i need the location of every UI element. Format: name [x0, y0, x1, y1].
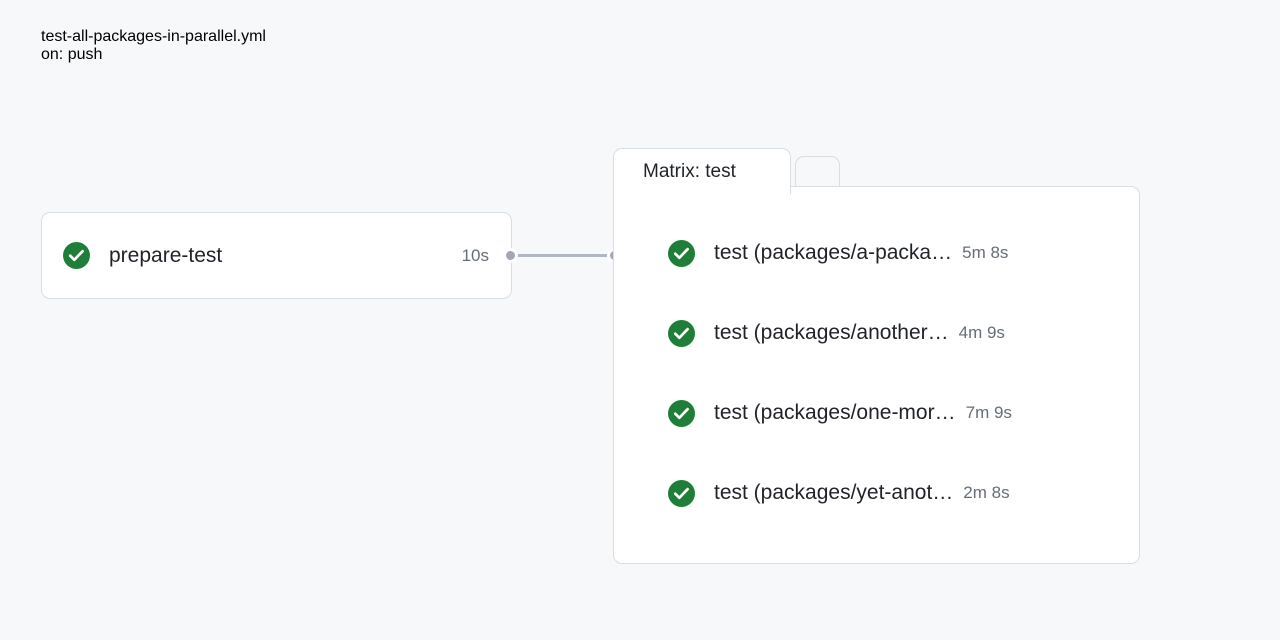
matrix-rows-list: test (packages/a-packa… 5m 8s test (pack…: [614, 213, 1139, 533]
job-node-prepare-test[interactable]: prepare-test 10s: [41, 212, 512, 299]
matrix-row[interactable]: test (packages/a-packa… 5m 8s: [614, 213, 1139, 293]
matrix-row-label: test (packages/one-mor…: [714, 401, 956, 424]
matrix-row-label: test (packages/another…: [714, 321, 949, 344]
matrix-tab[interactable]: Matrix: test: [613, 148, 791, 194]
matrix-row-label: test (packages/yet-anot…: [714, 481, 954, 504]
edge-source-dot: [503, 248, 518, 263]
check-circle-success-icon: [668, 399, 695, 427]
matrix-row-duration: 4m 9s: [958, 323, 1005, 342]
matrix-row-duration: 7m 9s: [965, 403, 1012, 422]
matrix-row-label: test (packages/a-packa…: [714, 241, 953, 264]
matrix-row-duration: 2m 8s: [963, 483, 1010, 502]
matrix-row[interactable]: test (packages/another… 4m 9s: [614, 293, 1139, 373]
check-circle-success-icon: [668, 319, 695, 347]
job-node-duration: 10s: [461, 245, 489, 265]
workflow-header: test-all-packages-in-parallel.yml on: pu…: [41, 28, 266, 64]
matrix-row[interactable]: test (packages/one-mor… 7m 9s: [614, 373, 1139, 453]
job-node-label: prepare-test: [109, 243, 223, 267]
matrix-row-duration: 5m 8s: [962, 243, 1009, 262]
page-title: test-all-packages-in-parallel.yml: [41, 28, 266, 45]
matrix-card: test (packages/a-packa… 5m 8s test (pack…: [613, 186, 1140, 564]
edge-prepare-test-to-matrix: [516, 254, 612, 257]
check-circle-success-icon: [668, 479, 695, 507]
workflow-trigger-text: on: push: [41, 46, 103, 63]
matrix-tab-seam: [614, 192, 790, 196]
check-circle-success-icon: [63, 242, 90, 269]
matrix-row[interactable]: test (packages/yet-anot… 2m 8s: [614, 453, 1139, 533]
check-circle-success-icon: [668, 239, 695, 267]
matrix-tab-label: Matrix: test: [643, 160, 736, 182]
